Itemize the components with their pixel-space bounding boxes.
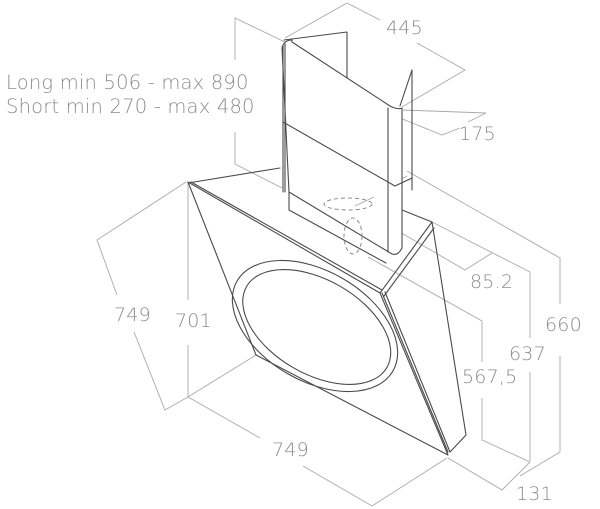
hood-side-panel bbox=[379, 221, 467, 453]
dim-height-660: 660 bbox=[545, 314, 582, 336]
dim-hood-width: 749 bbox=[272, 439, 309, 461]
dimension-lines bbox=[96, 2, 561, 507]
chimney-long-note: Long min 506 - max 890 bbox=[6, 71, 249, 94]
extraction-ring bbox=[231, 259, 399, 393]
dim-outlet-offset: 85.2 bbox=[470, 271, 514, 293]
dim-height-567-5: 567,5 bbox=[462, 366, 518, 388]
outlet-marker-top bbox=[323, 197, 373, 211]
chimney-back-panel bbox=[283, 31, 348, 85]
dim-glass-diagonal: 749 bbox=[114, 304, 151, 326]
outlet-marker-side bbox=[343, 217, 363, 255]
hood-glass-panel bbox=[187, 181, 449, 456]
dim-depth-131: 131 bbox=[516, 483, 553, 505]
hood-top-edge bbox=[187, 167, 281, 184]
hood-object bbox=[187, 31, 467, 456]
chimney-short-note: Short min 270 - max 480 bbox=[6, 95, 255, 118]
dim-glass-height: 701 bbox=[175, 310, 212, 332]
chimney-front-face bbox=[281, 39, 403, 255]
dim-chimney-width: 445 bbox=[386, 17, 423, 39]
dim-height-637: 637 bbox=[509, 343, 546, 365]
dim-chimney-depth: 175 bbox=[459, 123, 496, 145]
